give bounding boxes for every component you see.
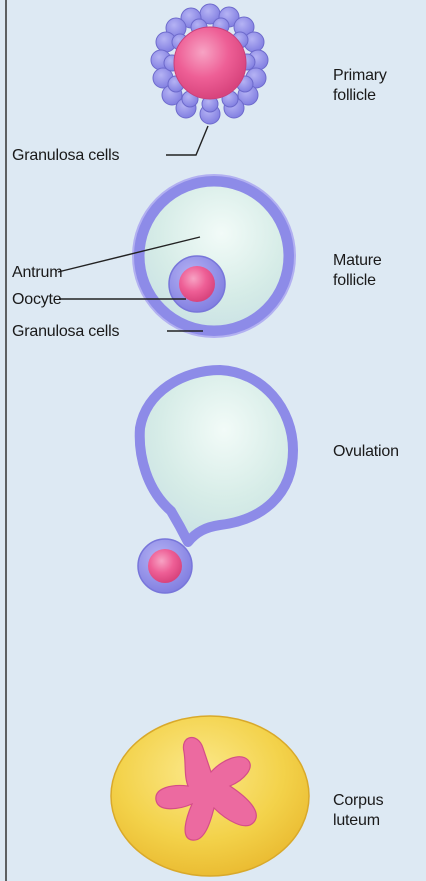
mature-label-line2: follicle [333, 271, 382, 291]
ovulation-follicle [138, 370, 293, 593]
primary-oocyte [174, 27, 246, 99]
corpus-luteum-label: Corpus luteum [333, 791, 383, 831]
mature-oocyte [179, 266, 215, 302]
mature-follicle-label: Mature follicle [333, 251, 382, 291]
primary-label-line1: Primary [333, 66, 387, 86]
mature-follicle [58, 175, 295, 337]
ovulation-label: Ovulation [333, 442, 399, 462]
ruptured-follicle [140, 370, 293, 542]
ovulation-label-line1: Ovulation [333, 442, 399, 462]
primary-follicle [151, 4, 268, 155]
primary-follicle-label: Primary follicle [333, 66, 387, 106]
corpus-label-line2: luteum [333, 811, 383, 831]
oocyte-label: Oocyte [12, 289, 62, 310]
corpus-luteum [111, 716, 309, 876]
granulosa-primary-leader [166, 126, 208, 155]
primary-label-line2: follicle [333, 86, 387, 106]
ovulated-oocyte [148, 549, 182, 583]
corpus-label-line1: Corpus [333, 791, 383, 811]
mature-label-line1: Mature [333, 251, 382, 271]
mature-follicle-wall [139, 181, 289, 331]
antrum-label: Antrum [12, 262, 62, 283]
granulosa-cells-label-mature: Granulosa cells [12, 321, 119, 342]
granulosa-cells-label-primary: Granulosa cells [12, 145, 119, 166]
